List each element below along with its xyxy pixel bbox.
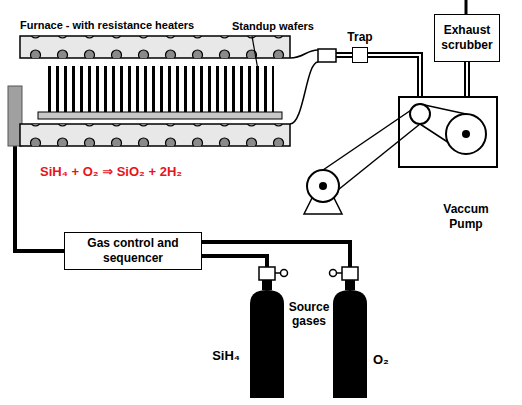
motor-axle (319, 182, 327, 190)
cylinder-shape (333, 290, 367, 398)
box-text: Exhaust scrubber (440, 23, 494, 53)
tube-taper (290, 50, 318, 58)
gas-control-box: Gas control and sequencer (64, 232, 202, 270)
part-label: Vaccum Pump (434, 202, 498, 232)
vacuum-pump: Vaccum Pump (398, 96, 498, 168)
pipe-line (368, 55, 420, 96)
cylinder-body (250, 290, 284, 398)
part-label: SiH₄ (212, 348, 240, 364)
pipe-line (15, 146, 64, 251)
exhaust-pipe (464, 62, 470, 96)
gas-line (202, 256, 267, 290)
valve-body (259, 267, 275, 280)
cylinder-body (333, 290, 367, 398)
gas-cylinder: O₂ (333, 290, 367, 398)
valve-knob (330, 270, 337, 277)
part-label: O₂ (373, 352, 389, 368)
part-label: Furnace - with resistance heaters (20, 19, 194, 33)
cylinder-neck (262, 280, 272, 290)
pump-axle (462, 130, 470, 138)
heater-band (20, 124, 290, 146)
motor-pulley (307, 170, 339, 202)
part-label: Trap (347, 30, 372, 45)
heater-row (20, 124, 290, 146)
wafer-boat (38, 112, 282, 119)
trap-box: Trap (352, 47, 368, 63)
exhaust-pipe (368, 55, 420, 96)
reaction-equation: SiH₄ + O₂ ⇒ SiO₂ + 2H₂ (40, 164, 182, 180)
exhaust-pipe (465, 0, 468, 14)
scrubber-box: Exhaust scrubber (434, 14, 500, 62)
pipe-core (466, 62, 468, 96)
heater-band (20, 36, 290, 58)
pump-rotor (446, 114, 486, 154)
tube-taper (290, 62, 318, 124)
pipe-core (368, 55, 420, 96)
valve-knob (281, 270, 288, 277)
gas-line (15, 146, 64, 251)
pipe-line (467, 62, 468, 96)
pipe-coupling (318, 49, 336, 62)
gas-cylinder: SiH₄ (250, 290, 284, 398)
group-label: Source gases (287, 300, 331, 329)
pipe-line (202, 242, 350, 290)
box-text: Gas control and sequencer (70, 236, 196, 266)
drive-belt (323, 104, 420, 170)
pipe-line (202, 256, 267, 290)
callout-label: Standup wafers (232, 20, 314, 33)
tube-taper-fill (290, 50, 318, 124)
wafer-stack (46, 66, 274, 112)
leader-line (252, 36, 258, 70)
furnace-tube: Furnace - with resistance heaters (8, 36, 318, 146)
pump-pulley (410, 104, 430, 124)
heater-row (20, 36, 290, 58)
cylinder-shape (250, 290, 284, 398)
cylinder-neck (345, 280, 355, 290)
gas-line (202, 242, 350, 290)
valve-body (342, 267, 358, 280)
